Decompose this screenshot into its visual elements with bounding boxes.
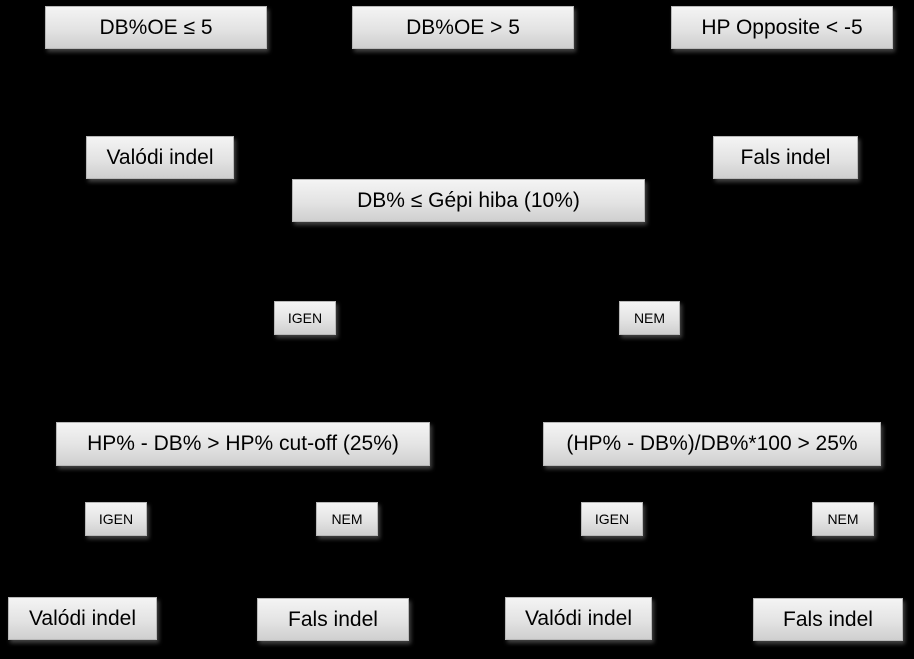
branch-igen-right-label: IGEN xyxy=(594,511,630,527)
condition-db-oe-gt-box: DB%OE > 5 xyxy=(352,6,574,49)
outcome-label: Valódi indel xyxy=(524,606,633,630)
branch-nem-mid-label: NEM xyxy=(633,310,666,326)
condition-ratio-label: (HP% - DB%)/DB%*100 > 25% xyxy=(566,432,858,455)
outcome-fals-indel-2: Fals indel xyxy=(753,598,903,641)
result-fals-indel-top-label: Fals indel xyxy=(740,145,831,169)
branch-igen-mid: IGEN xyxy=(274,301,336,335)
branch-igen-left: IGEN xyxy=(85,502,147,536)
branch-igen-right: IGEN xyxy=(581,502,643,536)
condition-hp-cutoff-label: HP% - DB% > HP% cut-off (25%) xyxy=(87,432,399,455)
outcome-valodi-indel-1: Valódi indel xyxy=(8,597,157,640)
condition-db-oe-le-box: DB%OE ≤ 5 xyxy=(45,6,267,49)
branch-nem-right-label: NEM xyxy=(827,511,859,527)
condition-ratio-box: (HP% - DB%)/DB%*100 > 25% xyxy=(543,422,881,466)
branch-nem-left: NEM xyxy=(316,502,378,536)
result-valodi-indel-top: Valódi indel xyxy=(86,136,234,179)
outcome-label: Valódi indel xyxy=(28,606,137,630)
branch-nem-left-label: NEM xyxy=(331,511,363,527)
outcome-label: Fals indel xyxy=(783,607,873,631)
condition-hp-opposite-label: HP Opposite < -5 xyxy=(701,15,863,39)
outcome-label: Fals indel xyxy=(288,607,378,631)
condition-hp-cutoff-box: HP% - DB% > HP% cut-off (25%) xyxy=(56,422,430,466)
branch-igen-mid-label: IGEN xyxy=(287,310,323,326)
result-valodi-indel-top-label: Valódi indel xyxy=(106,145,214,169)
branch-nem-mid: NEM xyxy=(619,301,680,335)
condition-hp-opposite-box: HP Opposite < -5 xyxy=(671,6,893,49)
condition-db-oe-gt-label: DB%OE > 5 xyxy=(406,15,520,39)
condition-gepi-hiba-label: DB% ≤ Gépi hiba (10%) xyxy=(357,188,580,212)
outcome-fals-indel-1: Fals indel xyxy=(257,598,409,641)
condition-gepi-hiba-box: DB% ≤ Gépi hiba (10%) xyxy=(292,179,645,222)
outcome-valodi-indel-2: Valódi indel xyxy=(505,597,652,640)
condition-db-oe-le-label: DB%OE ≤ 5 xyxy=(99,15,213,39)
branch-nem-right: NEM xyxy=(812,502,874,536)
result-fals-indel-top: Fals indel xyxy=(713,136,858,179)
branch-igen-left-label: IGEN xyxy=(98,511,134,527)
